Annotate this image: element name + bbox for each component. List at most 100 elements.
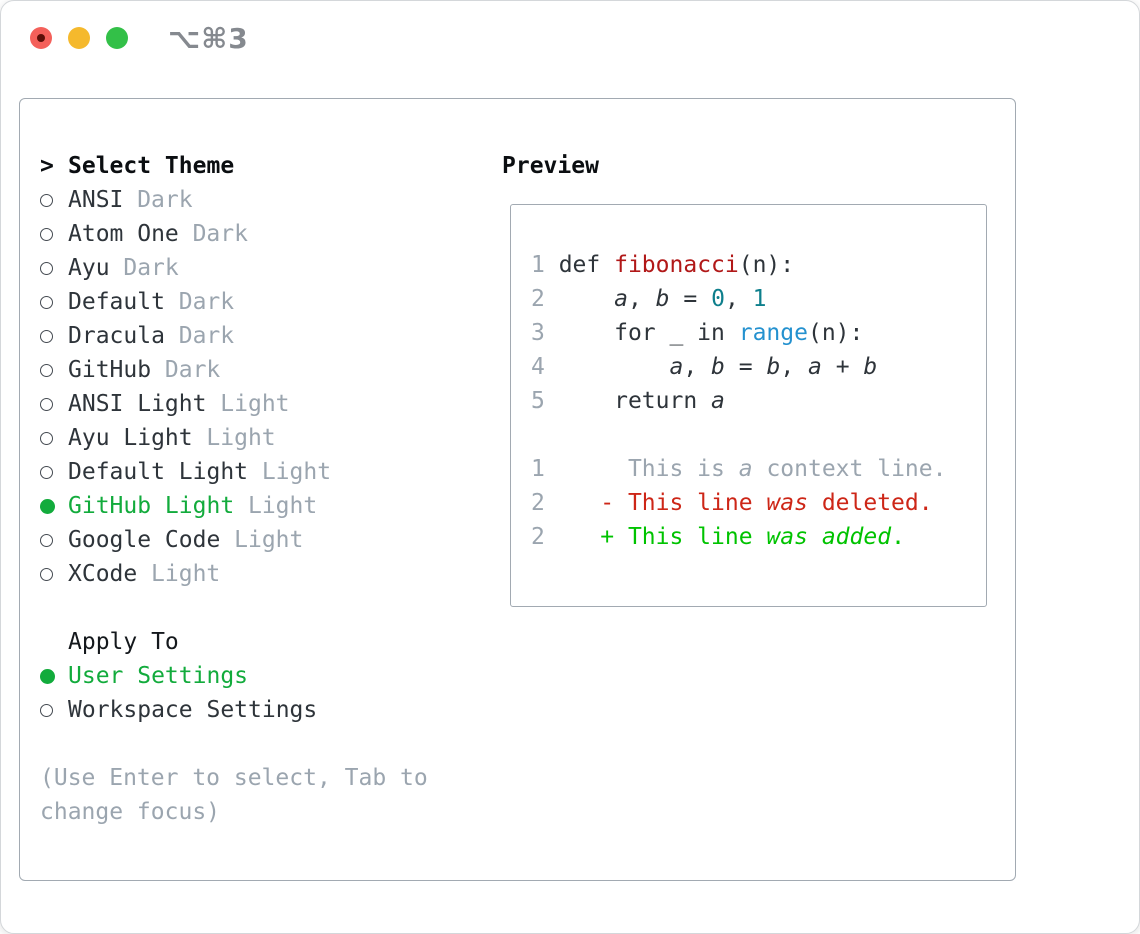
code-segment: = <box>669 286 712 312</box>
apply-option-user-settings[interactable]: User Settings <box>40 659 460 693</box>
radio-cell <box>40 193 68 207</box>
radio-icon <box>40 703 53 717</box>
theme-name: ANSI Light <box>68 391 207 417</box>
theme-name: Ayu <box>68 255 110 281</box>
theme-variant: Light <box>247 493 318 519</box>
apply-to-header: Apply To <box>40 625 460 659</box>
code-segment: , <box>724 286 753 312</box>
theme-option-github-light[interactable]: GitHub Light Light <box>40 489 460 523</box>
code-segment: b <box>766 354 781 380</box>
radio-cell <box>40 397 68 411</box>
radio-cell <box>40 329 68 343</box>
theme-variant: Dark <box>178 289 235 315</box>
keyboard-hint-text: (Use Enter to select, Tab to change focu… <box>40 765 428 825</box>
code-line: 2 - This line was deleted. <box>531 486 966 520</box>
theme-name: Dracula <box>68 323 165 349</box>
code-segment: return <box>544 388 712 414</box>
preview-title: Preview <box>502 153 599 179</box>
code-segment <box>545 286 614 312</box>
code-line <box>531 418 966 452</box>
code-line: 4 a, b = b, a + b <box>531 350 966 384</box>
theme-variant: Dark <box>164 357 221 383</box>
theme-option-ansi-light[interactable]: ANSI Light Light <box>40 387 460 421</box>
line-number: 5 <box>531 388 545 414</box>
code-line: 5 return a <box>531 384 966 418</box>
apply-option-workspace-settings[interactable]: Workspace Settings <box>40 693 460 727</box>
code-segment: a <box>738 456 753 482</box>
radio-selected-icon <box>40 668 55 684</box>
theme-name: Atom One <box>68 221 179 247</box>
radio-cell <box>40 227 68 241</box>
theme-option-default-light[interactable]: Default Light Light <box>40 455 460 489</box>
selection-cursor-icon: > <box>40 153 54 179</box>
zoom-button-icon[interactable] <box>106 27 128 49</box>
radio-icon <box>40 567 53 581</box>
code-segment: , <box>683 354 712 380</box>
theme-option-ayu[interactable]: Ayu Dark <box>40 251 460 285</box>
theme-name: GitHub Light <box>68 493 235 519</box>
code-segment: added <box>821 524 892 550</box>
theme-variant: Light <box>261 459 332 485</box>
theme-option-default[interactable]: Default Dark <box>40 285 460 319</box>
theme-name: ANSI <box>68 187 124 213</box>
theme-variant: Dark <box>123 255 179 281</box>
code-segment: - This line <box>544 490 767 516</box>
code-segment: + <box>821 354 864 380</box>
radio-selected-icon <box>40 498 55 514</box>
theme-name: Default Light <box>68 459 249 485</box>
code-segment: (n): <box>738 252 795 278</box>
code-segment: range <box>738 320 808 346</box>
line-number: 2 <box>531 490 545 516</box>
radio-icon <box>40 295 53 309</box>
line-number: 2 <box>531 286 545 312</box>
radio-cell <box>40 533 68 547</box>
spacer <box>40 591 460 625</box>
line-number: 1 <box>531 252 545 278</box>
radio-icon <box>40 465 53 479</box>
code-segment: a <box>808 354 822 380</box>
code-segment: def <box>544 252 615 278</box>
line-number: 3 <box>531 320 545 346</box>
code-segment: . <box>891 524 905 550</box>
radio-icon <box>40 363 53 377</box>
minimize-button-icon[interactable] <box>68 27 90 49</box>
theme-option-atom-one[interactable]: Atom One Dark <box>40 217 460 251</box>
code-segment: (n): <box>807 320 864 346</box>
preview-column: Preview 1 def fibonacci(n):2 a, b = 0, 1… <box>502 149 997 607</box>
code-segment <box>545 354 670 380</box>
window-shortcut-label: ⌥⌘3 <box>168 22 249 55</box>
line-number: 1 <box>531 456 545 482</box>
code-segment: a <box>669 354 684 380</box>
close-button-icon[interactable] <box>30 27 52 49</box>
radio-icon <box>40 329 53 343</box>
theme-name: Google Code <box>68 527 221 553</box>
radio-cell <box>40 668 68 684</box>
apply-option-label: User Settings <box>68 663 249 689</box>
radio-cell <box>40 465 68 479</box>
theme-name: Ayu Light <box>68 425 193 451</box>
code-line: 1 def fibonacci(n): <box>531 248 966 282</box>
code-segment: 1 <box>752 286 767 312</box>
radio-cell <box>40 567 68 581</box>
theme-variant: Dark <box>192 221 248 247</box>
radio-cell <box>40 363 68 377</box>
theme-variant: Light <box>220 391 290 417</box>
code-segment: b <box>655 286 670 312</box>
code-segment: This is <box>544 456 739 482</box>
theme-name: Default <box>68 289 165 315</box>
theme-name: XCode <box>68 561 138 587</box>
radio-icon <box>40 227 53 241</box>
code-segment: fibonacci <box>614 252 739 278</box>
theme-list-title: Select Theme <box>68 153 235 179</box>
code-segment: for _ in <box>544 320 739 346</box>
